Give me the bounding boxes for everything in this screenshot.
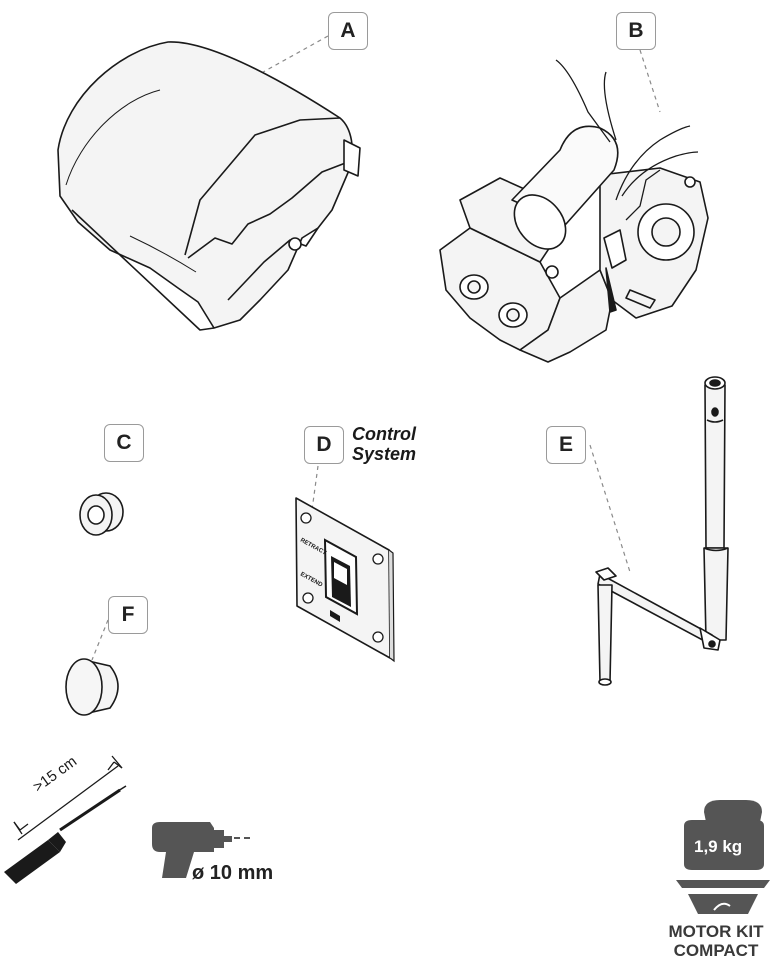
motor-kit-title: MOTOR KIT COMPACT (646, 922, 770, 960)
label-part-b: B (616, 12, 656, 50)
label-part-c: C (104, 424, 144, 462)
kit-title-line-2: COMPACT (673, 941, 759, 960)
leader-a (255, 35, 329, 77)
weight-value: 1,9 kg (694, 837, 743, 856)
leader-b (639, 49, 661, 113)
caption-line-2: System (352, 444, 417, 464)
control-system-caption: Control System (352, 424, 416, 464)
leader-f (91, 619, 109, 661)
leader-lines (91, 35, 661, 661)
label-part-a: A (328, 12, 368, 50)
leader-e (589, 444, 631, 573)
switch-plate-part-d: RETRACT EXTEND (295, 497, 395, 663)
cover-part-a (57, 41, 361, 331)
drill-bit-size-label: ø 10 mm (192, 862, 274, 884)
label-part-e: E (546, 426, 586, 464)
screwdriver-icon (4, 755, 127, 884)
kit-title-line-1: MOTOR KIT (668, 922, 764, 941)
grommet-part-c (79, 492, 124, 536)
motor-assembly-part-b (439, 59, 709, 363)
crank-handle-part-e (595, 376, 729, 686)
caption-line-1: Control (352, 424, 416, 444)
cap-part-f (65, 658, 119, 716)
label-part-f: F (108, 596, 148, 634)
weight-icon (676, 800, 770, 914)
label-part-d: D (304, 426, 344, 464)
drill-icon (152, 822, 250, 878)
leader-d (311, 465, 319, 511)
